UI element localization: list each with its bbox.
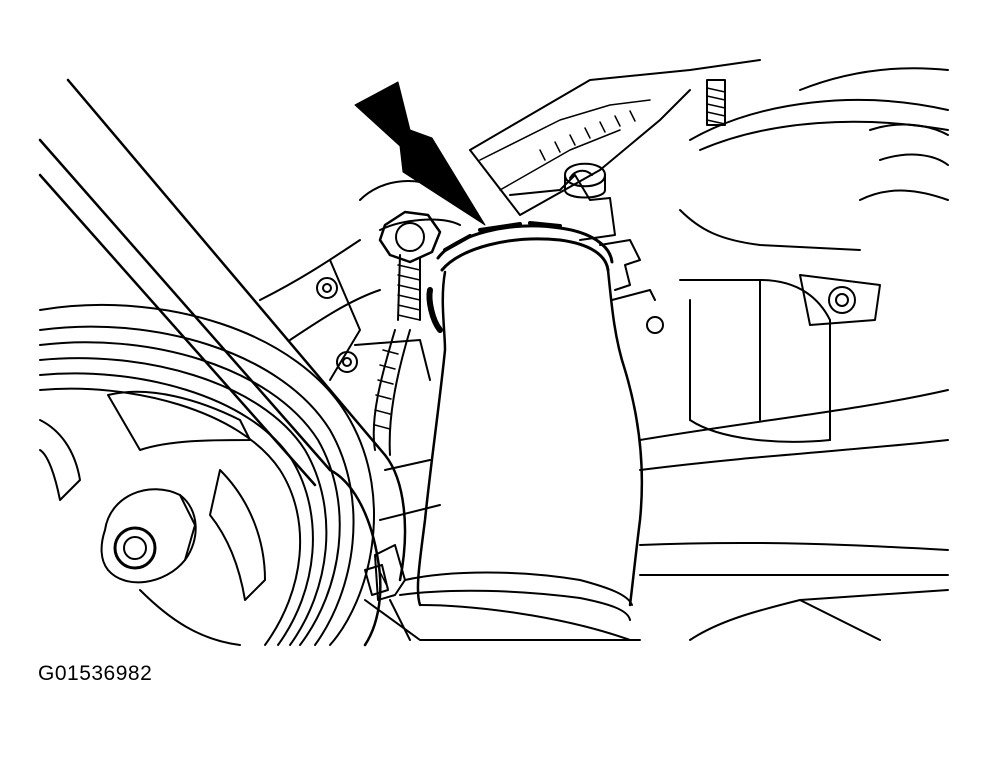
hex-bolt-icon [372,210,442,456]
coolant-hose [364,221,644,641]
figure-id-label: G01536982 [38,662,153,685]
right-bolt-icon [828,286,856,314]
top-stud-icon [706,79,726,126]
hose-clamp-bracket [509,162,656,301]
lower-left-bolt-icon [336,351,358,373]
pulley [39,304,375,646]
engine-background [259,59,949,641]
arrow-pointer-icon [354,81,486,226]
cap-bolt-icon [564,162,606,199]
pulley-hub-icon [100,488,197,584]
small-bolt-icon [316,277,338,299]
